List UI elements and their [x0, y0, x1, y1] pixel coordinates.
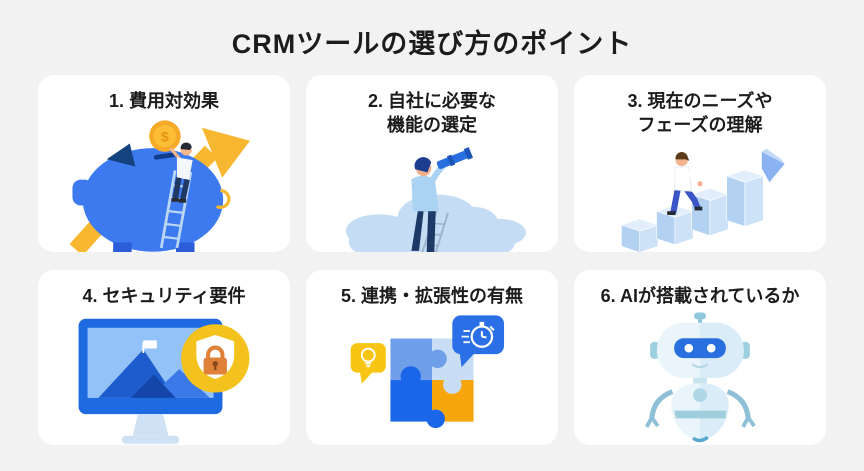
robot-body	[671, 383, 729, 443]
person-on-ladder	[169, 142, 193, 203]
robot-smile	[691, 363, 709, 369]
lightbulb-icon	[360, 348, 376, 368]
robot-arm-right	[726, 389, 756, 428]
robot-visor	[674, 338, 726, 359]
coin-icon: $	[149, 120, 181, 153]
puzzle-pieces-icon	[390, 338, 474, 429]
svg-text:$: $	[161, 129, 169, 145]
piggy-tail	[215, 189, 231, 210]
card-grid: 1. 費用対効果	[38, 75, 826, 445]
card-integration-extensibility: 5. 連携・拡張性の有無	[306, 270, 558, 445]
time-bubble	[452, 315, 505, 368]
robot-antenna	[693, 312, 707, 326]
climbing-person	[667, 151, 703, 215]
monitor-security-illustration	[78, 319, 250, 445]
person-with-telescope	[411, 146, 474, 252]
stairs-person-illustration	[620, 148, 785, 252]
robot-eye-right	[706, 343, 716, 353]
robot-belt	[674, 410, 726, 419]
arrow-up-icon	[761, 148, 785, 182]
card-title: 1. 費用対効果	[108, 91, 219, 111]
robot-head	[656, 322, 744, 378]
robot-ear-left	[650, 341, 660, 359]
card-title: 2. 自社に必要な 機能の選定	[367, 91, 496, 136]
puzzle-illustration	[350, 315, 505, 429]
card-title: 5. 連携・拡張性の有無	[340, 286, 523, 306]
telescope-person-illustration	[345, 146, 526, 252]
robot-eye-left	[684, 343, 694, 353]
card-cost-effectiveness: 1. 費用対効果	[38, 75, 290, 252]
robot-neck	[693, 377, 707, 385]
robot-icon	[644, 312, 756, 443]
piggy-bank-illustration: $	[69, 120, 250, 252]
stairs-icon	[620, 169, 765, 252]
card-security-requirements: 4. セキュリティ要件	[38, 270, 290, 445]
idea-bubble	[350, 343, 386, 385]
telescope-icon	[436, 146, 474, 169]
card-title: 3. 現在のニーズや フェーズの理解	[627, 91, 773, 136]
flag-icon	[143, 340, 157, 349]
page-title: CRMツールの選び方のポイント	[231, 29, 633, 59]
robot-chest-button	[693, 388, 707, 402]
security-badge	[181, 324, 250, 393]
lock-icon	[203, 345, 227, 375]
card-title: 6. AIが搭載されているか	[600, 286, 800, 306]
card-needs-phase: 3. 現在のニーズや フェーズの理解	[574, 75, 826, 252]
card-required-functions: 2. 自社に必要な 機能の選定	[306, 75, 558, 252]
robot-arm-left	[644, 389, 674, 428]
card-title: 4. セキュリティ要件	[82, 286, 246, 306]
card-ai-included: 6. AIが搭載されているか	[574, 270, 826, 445]
stopwatch-icon	[461, 322, 495, 349]
